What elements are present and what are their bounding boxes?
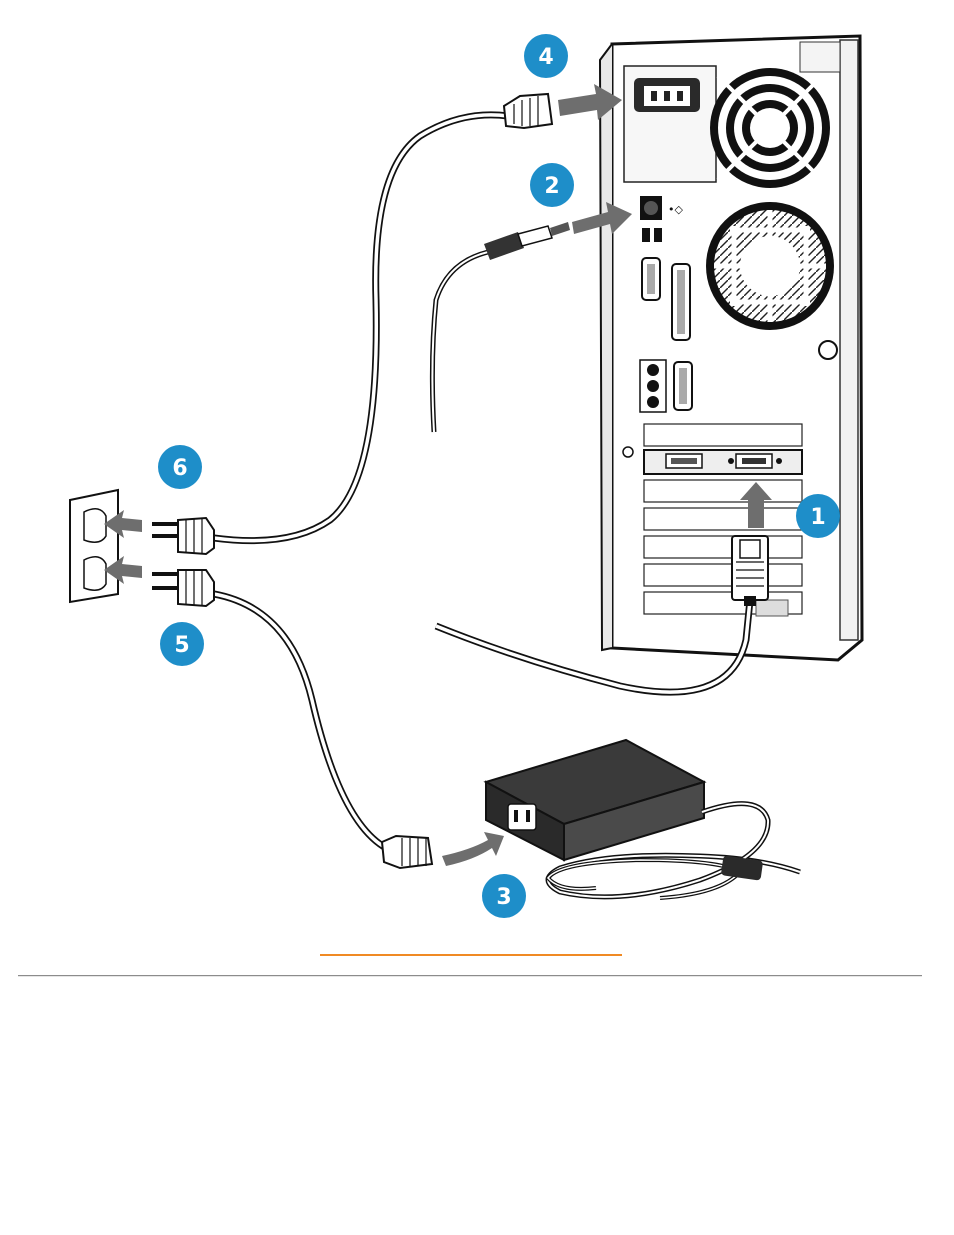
step-badge-4: 4 <box>524 34 568 78</box>
vga-plug <box>732 536 768 606</box>
step-badge-6: 6 <box>158 445 202 489</box>
wall-plug-top <box>152 518 214 554</box>
audio-cable <box>432 222 570 432</box>
power-adapter <box>486 740 800 898</box>
adapter-plug <box>382 836 432 868</box>
psu-fan <box>710 68 830 188</box>
case-fan <box>706 202 834 330</box>
step-badge-1: 1 <box>796 494 840 538</box>
psu-panel <box>624 66 716 182</box>
wall-outlet <box>70 490 118 602</box>
dvi-port <box>666 454 702 468</box>
connection-diagram: •◇ <box>0 0 954 940</box>
wall-plug-bottom <box>152 570 214 606</box>
step-number: 6 <box>172 456 187 481</box>
adapter-inlet <box>508 804 536 830</box>
iec-plug <box>504 94 552 128</box>
step-badge-5: 5 <box>160 622 204 666</box>
step-badge-3: 3 <box>482 874 526 918</box>
step-badge-2: 2 <box>530 163 574 207</box>
svg-text:•◇: •◇ <box>668 203 683 216</box>
step-number: 3 <box>496 885 511 910</box>
pc-power-cord <box>152 94 552 554</box>
adapter-power-cord <box>152 570 432 868</box>
link-underline[interactable] <box>320 954 622 956</box>
step-number: 4 <box>538 45 553 70</box>
insert-arrow-3 <box>442 832 504 866</box>
step-number: 5 <box>174 633 189 658</box>
step-number: 1 <box>810 505 825 530</box>
horizontal-divider <box>18 975 922 977</box>
power-inlet <box>634 78 700 112</box>
step-number: 2 <box>544 174 559 199</box>
